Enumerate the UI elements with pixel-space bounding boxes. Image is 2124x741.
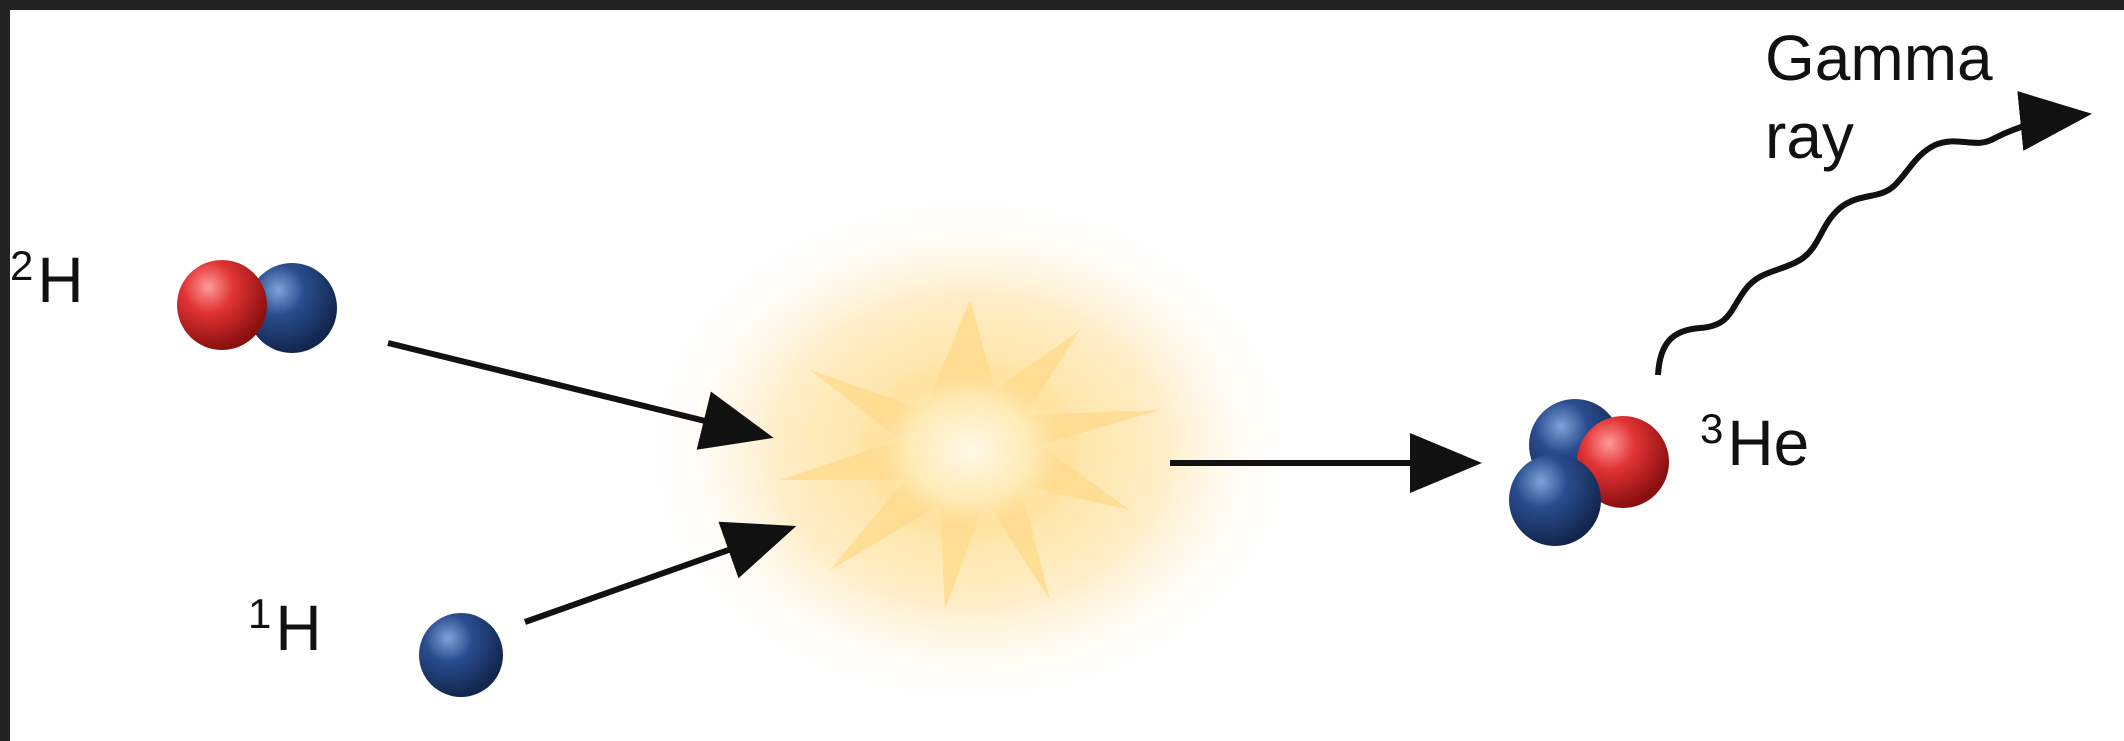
he3-particle-front	[1509, 454, 1601, 546]
diagram-canvas: 2H 1H 3He Gamma ray	[10, 10, 2124, 741]
gamma-ray-label-line2: ray	[1765, 100, 1854, 172]
helium3-label: 3He	[1700, 405, 1809, 479]
proton-particle	[177, 260, 267, 350]
helium3-nucleus	[1509, 399, 1669, 546]
protium-label: 1H	[248, 590, 322, 664]
fusion-flash	[640, 190, 1300, 710]
fusion-reaction-diagram: 2H 1H 3He Gamma ray	[10, 10, 2124, 741]
gamma-ray-wave	[1658, 115, 2080, 375]
deuterium-label: 2H	[10, 242, 84, 316]
flash-core	[855, 355, 1085, 545]
protium-proton-particle	[419, 613, 503, 697]
deuterium-nucleus	[177, 260, 337, 353]
gamma-ray-label-line1: Gamma	[1765, 22, 1993, 94]
